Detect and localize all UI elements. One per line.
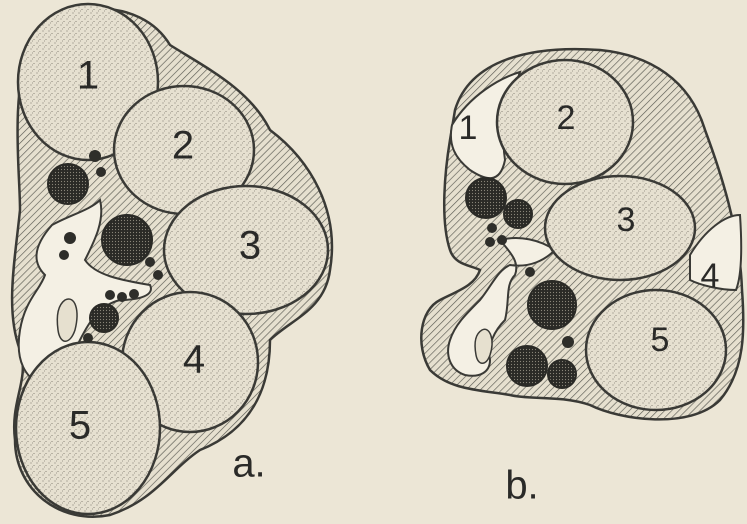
panel-b-dark-nodule bbox=[504, 200, 532, 228]
panel-b: 1 2 3 4 5 b. bbox=[421, 49, 743, 507]
panel-b-small-nodule bbox=[525, 267, 535, 277]
panel-a-dark-nodule bbox=[102, 215, 152, 265]
panel-b-small-nodule bbox=[497, 235, 507, 245]
panel-a-dark-nodule bbox=[90, 304, 118, 332]
panel-a: 1 2 3 4 5 a. bbox=[12, 4, 332, 517]
panel-a-label-1: 1 bbox=[77, 54, 99, 98]
panel-b-label-3: 3 bbox=[617, 201, 636, 239]
panel-a-small-nodule bbox=[96, 167, 106, 177]
panel-a-label-2: 2 bbox=[172, 124, 194, 168]
panel-a-small-nodule bbox=[145, 257, 155, 267]
panel-b-dark-nodule bbox=[548, 360, 576, 388]
panel-b-small-nodule bbox=[562, 336, 574, 348]
panel-b-small-nodule bbox=[487, 223, 497, 233]
panel-a-small-nodule bbox=[105, 290, 115, 300]
panel-b-label-5: 5 bbox=[651, 321, 670, 359]
panel-a-small-nodule bbox=[153, 270, 163, 280]
panel-a-label-3: 3 bbox=[239, 224, 261, 268]
panel-a-small-nodule bbox=[117, 292, 127, 302]
panel-a-small-nodule bbox=[83, 333, 93, 343]
panel-a-label-4: 4 bbox=[183, 338, 205, 382]
panel-a-caption: a. bbox=[232, 442, 265, 486]
panel-a-small-nodule bbox=[64, 232, 76, 244]
panel-a-label-5: 5 bbox=[69, 404, 91, 448]
panel-a-dark-nodule bbox=[48, 164, 88, 204]
panel-b-label-1: 1 bbox=[459, 109, 478, 147]
panel-b-label-4: 4 bbox=[701, 257, 720, 295]
panel-b-caption: b. bbox=[505, 464, 538, 508]
panel-b-cavity-lobe bbox=[475, 329, 492, 363]
panel-a-small-nodule bbox=[59, 250, 69, 260]
panel-b-small-nodule bbox=[485, 237, 495, 247]
panel-a-small-nodule bbox=[89, 150, 101, 162]
panel-b-dark-nodule bbox=[507, 346, 547, 386]
panel-a-small-nodule bbox=[129, 289, 139, 299]
panel-b-dark-nodule bbox=[466, 178, 506, 218]
panel-b-dark-nodule bbox=[528, 281, 576, 329]
panel-b-label-2: 2 bbox=[557, 99, 576, 137]
